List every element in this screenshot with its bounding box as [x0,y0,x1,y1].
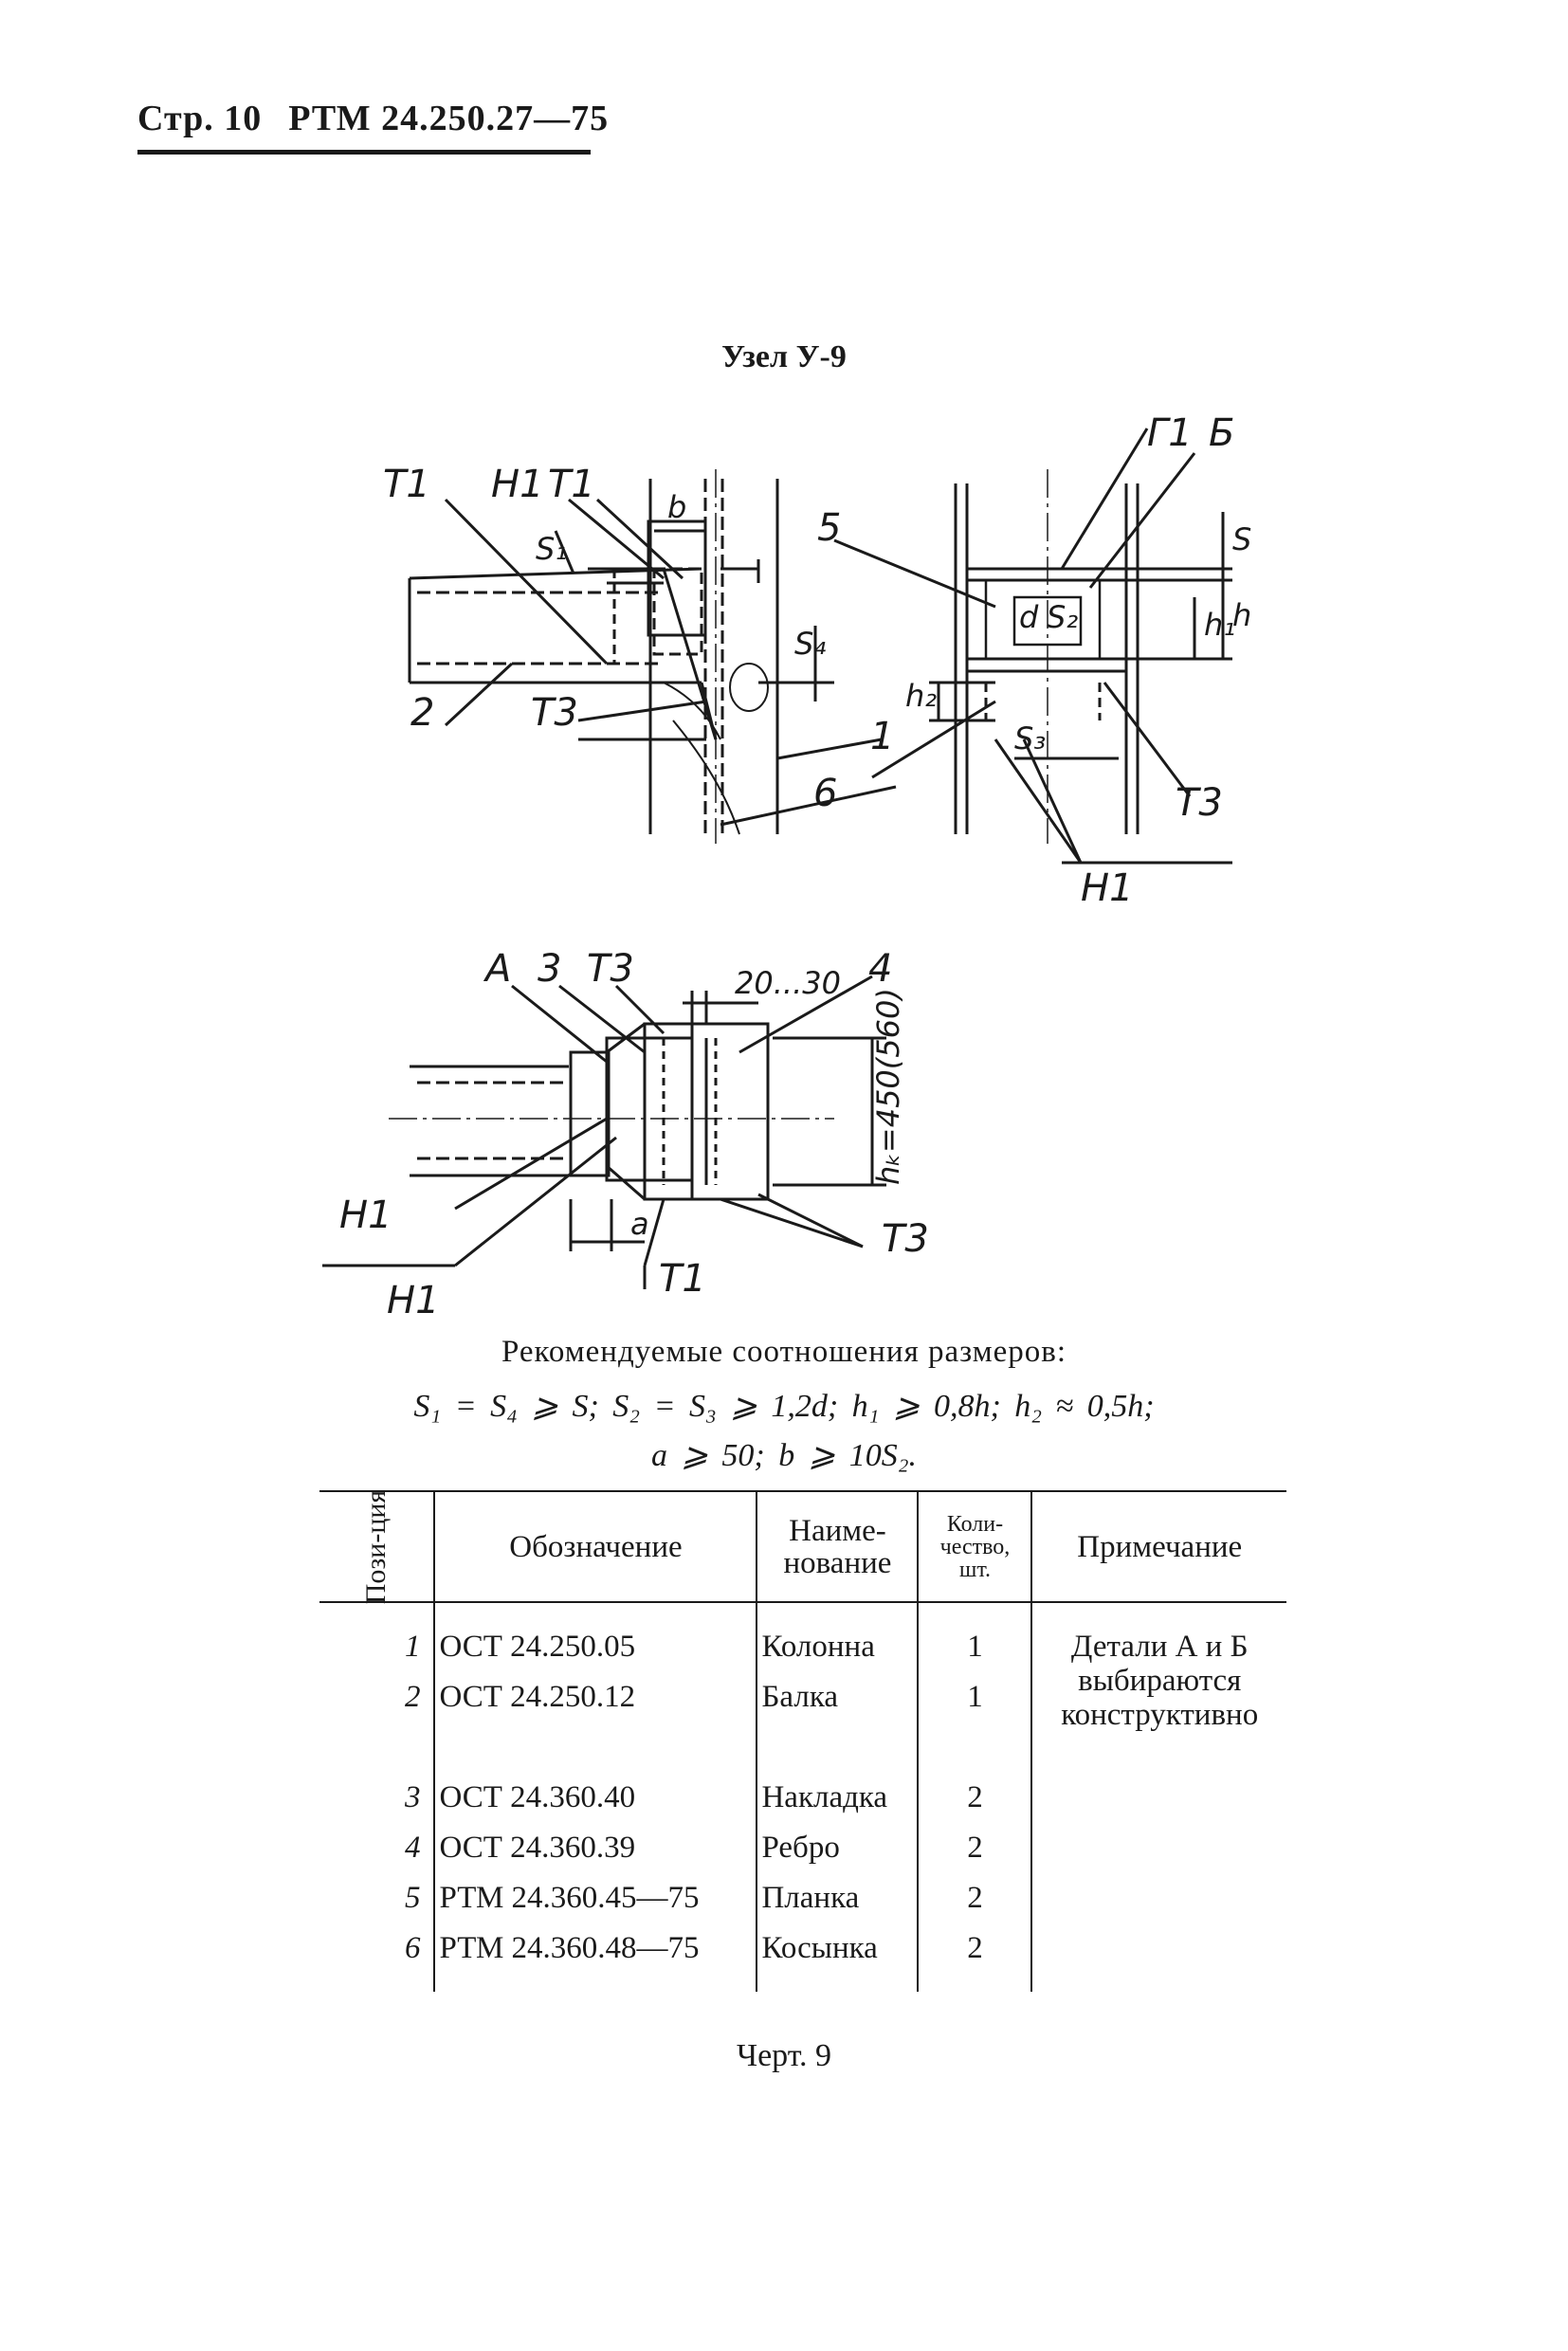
figure-caption: Черт. 9 [736,2038,832,2073]
row-designation: ОСТ 24.360.39 [433,1831,757,1881]
label-pos-3: 3 [538,947,561,991]
label-pos-2: 2 [410,691,434,735]
page-header: Стр. 10 РТМ 24.250.27—75 [137,98,609,139]
row-qty: 1 [917,1602,1032,1680]
label-g1: Г1 [1147,411,1193,455]
row-position: 6 [404,1931,421,1965]
row-qty: 2 [917,1931,1032,1992]
header-position: Пози-ция [319,1490,435,1604]
label-t1-top: Т1 [548,463,595,506]
table-row: 5 РТМ 24.360.45—75 Планка 2 [319,1881,1286,1931]
label-dim-h2: h₂ [905,678,937,714]
label-pos-1: 1 [870,715,894,758]
row-qty: 2 [917,1780,1032,1831]
label-t3-left: Т3 [531,691,578,735]
row-designation: ОСТ 24.250.12 [433,1680,757,1780]
row-name: Накладка [756,1780,919,1831]
row-designation: ОСТ 24.250.05 [433,1602,757,1680]
page-number: Стр. 10 [137,99,263,138]
table-row: 1 ОСТ 24.250.05 Колонна 1 Детали А и Б в… [319,1602,1286,1992]
label-t1-bottom: Т1 [659,1257,706,1301]
header-note: Примечание [1030,1490,1286,1603]
row-qty: 1 [917,1680,1032,1780]
label-dim-s2: S₂ [1047,599,1078,635]
label-t3-right: Т3 [1176,781,1223,825]
row-designation: ОСТ 24.360.40 [433,1780,757,1831]
row-designation: РТМ 24.360.45—75 [433,1881,757,1931]
label-n1-lower: Н1 [387,1279,440,1322]
label-n1-top: Н1 [491,463,544,506]
recommendations-line-1: S₁ = S₄ ⩾ S; S₂ = S₃ ⩾ 1,2d; h₁ ⩾ 0,8h; … [413,1389,1155,1424]
label-dim-range: 20...30 [735,965,841,1001]
row-position: 4 [404,1831,421,1865]
label-dim-s4: S₄ [794,626,826,662]
table-row: 4 ОСТ 24.360.39 Ребро 2 [319,1831,1286,1881]
row-position: 3 [404,1780,421,1814]
row-name: Ребро [756,1831,919,1881]
label-dim-b: b [667,489,686,525]
label-n1-right: Н1 [1081,866,1134,910]
table-header-row: Пози-ция Обозначение Наиме-нование Коли-… [319,1490,1286,1604]
row-note: Детали А и Б выбираются конструктивно [1030,1602,1286,1992]
label-t1-left: Т1 [383,463,430,506]
label-b-cyr: Б [1209,411,1234,455]
header-name: Наиме-нование [756,1490,919,1603]
row-position: 2 [404,1680,421,1714]
label-pos-4: 4 [868,947,892,991]
label-dim-hk: hₖ=450(560) [870,988,906,1185]
table-row: 2 ОСТ 24.250.12 Балка 1 [319,1680,1286,1780]
label-dim-s: S [1232,521,1251,557]
label-n1-bottom: Н1 [339,1194,392,1237]
label-dim-a: a [630,1206,649,1242]
row-position: 5 [404,1881,421,1915]
table-row: 6 РТМ 24.360.48—75 Косынка 2 [319,1931,1286,1992]
technical-drawing: Т1 Н1 Т1 2 Т3 1 6 5 Г1 Б Т3 Н1 А 3 Т3 4 … [322,411,1251,1322]
row-name: Косынка [756,1931,919,1992]
table-row: 3 ОСТ 24.360.40 Накладка 2 [319,1780,1286,1831]
label-dim-h1: h₁ [1204,607,1235,643]
label-pos-6: 6 [813,772,837,815]
right-view [833,428,1232,865]
recommendations-line-2: a ⩾ 50; b ⩾ 10S₂. [650,1438,918,1473]
row-name: Колонна [756,1602,919,1680]
label-dim-d: d [1019,599,1039,635]
row-qty: 2 [917,1831,1032,1881]
recommendations-title: Рекомендуемые соотношения размеров: [501,1335,1067,1369]
label-dim-h: h [1232,597,1251,633]
row-qty: 2 [917,1881,1032,1931]
row-name: Планка [756,1881,919,1931]
bottom-view [322,975,886,1289]
specification-table: Пози-ция Обозначение Наиме-нование Коли-… [319,1490,1286,1992]
label-dim-s1: S₁ [536,531,567,567]
left-view [408,469,897,844]
label-pos-5: 5 [817,506,841,550]
header-designation: Обозначение [433,1490,757,1603]
row-name: Балка [756,1680,919,1780]
label-t3-bottom: Т3 [587,947,634,991]
row-position: 1 [404,1630,421,1664]
document-code: РТМ 24.250.27—75 [288,99,610,138]
header-rule [137,150,591,155]
header-qty: Коли-чество, шт. [917,1490,1032,1603]
label-t3-bottom-right: Т3 [882,1217,929,1261]
node-title: Узел У-9 [721,339,847,374]
label-a-cyr: А [483,947,511,991]
label-dim-s3: S₃ [1014,720,1046,756]
row-designation: РТМ 24.360.48—75 [433,1931,757,1992]
